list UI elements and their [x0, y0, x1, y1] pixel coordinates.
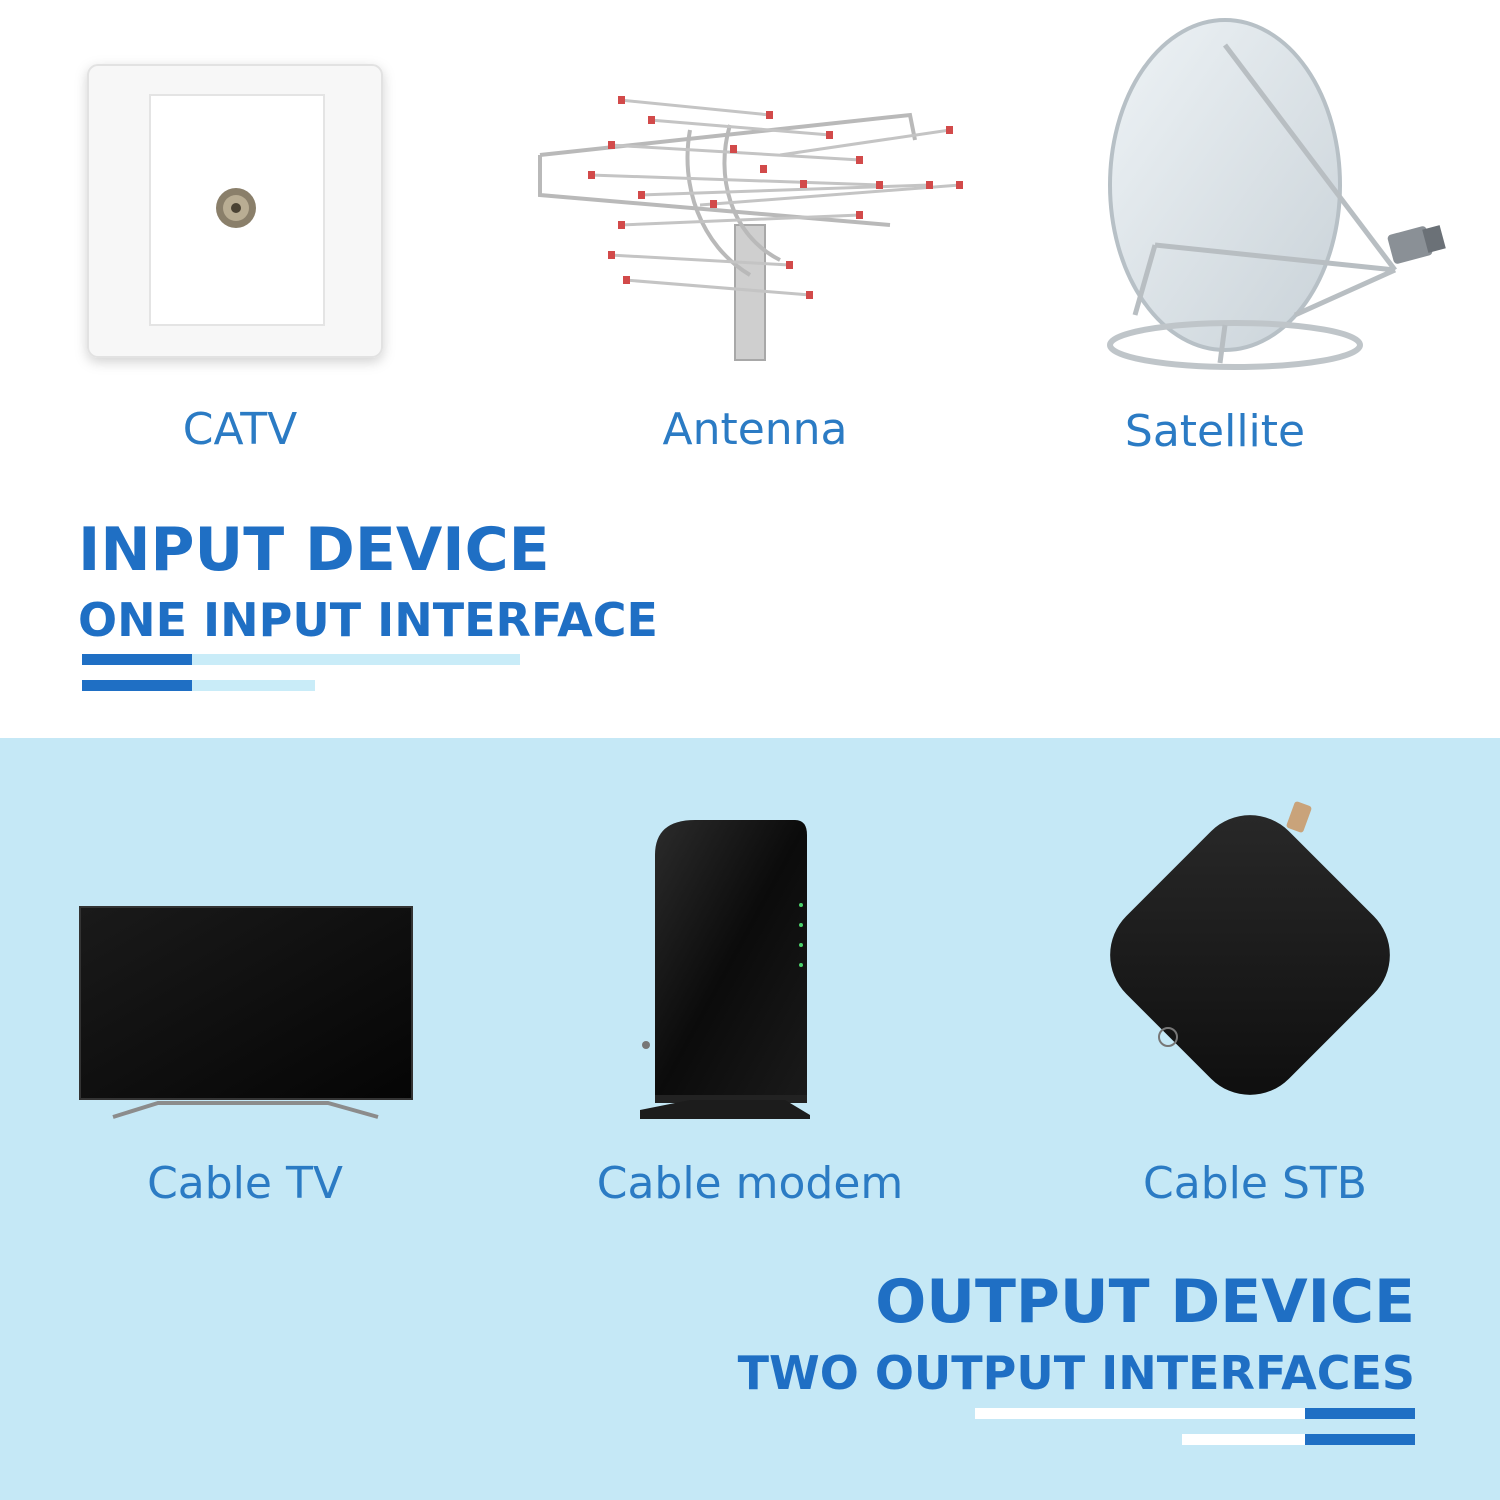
satellite-label: Satellite: [1124, 406, 1306, 457]
output-bar-2-light: [1182, 1434, 1305, 1445]
antenna-device: [530, 85, 970, 365]
wall-socket-icon: [87, 64, 383, 358]
input-bar-2-dark: [82, 680, 192, 691]
output-bar-1-light: [975, 1408, 1305, 1419]
catv-device: [70, 55, 400, 375]
cable-modem-label: Cable modem: [596, 1158, 904, 1209]
output-interfaces-subtitle: TWO OUTPUT INTERFACES: [737, 1346, 1415, 1400]
cable-tv-label: Cable TV: [147, 1158, 343, 1209]
output-bar-1-dark: [1305, 1408, 1415, 1419]
set-top-box-icon: [1110, 801, 1390, 1095]
satellite-dish-icon: [1107, 18, 1446, 370]
output-bar-2-dark: [1305, 1434, 1415, 1445]
input-bar-1-dark: [82, 654, 192, 665]
antenna-label: Antenna: [662, 404, 848, 455]
satellite-device: [1095, 15, 1460, 370]
input-interface-subtitle: ONE INPUT INTERFACE: [78, 593, 658, 647]
input-bar-1-light: [192, 654, 520, 665]
cable-tv-device: [78, 905, 414, 1125]
tv-antenna-icon: [538, 96, 963, 361]
output-device-title: OUTPUT DEVICE: [875, 1267, 1415, 1337]
cable-stb-device: [1085, 785, 1415, 1120]
television-icon: [79, 906, 413, 1119]
cable-stb-label: Cable STB: [1143, 1158, 1367, 1209]
input-bar-2-light: [192, 680, 315, 691]
input-device-title: INPUT DEVICE: [78, 515, 550, 585]
cable-modem-icon: [640, 820, 810, 1119]
catv-label: CATV: [182, 404, 298, 455]
cable-modem-device: [635, 815, 815, 1120]
